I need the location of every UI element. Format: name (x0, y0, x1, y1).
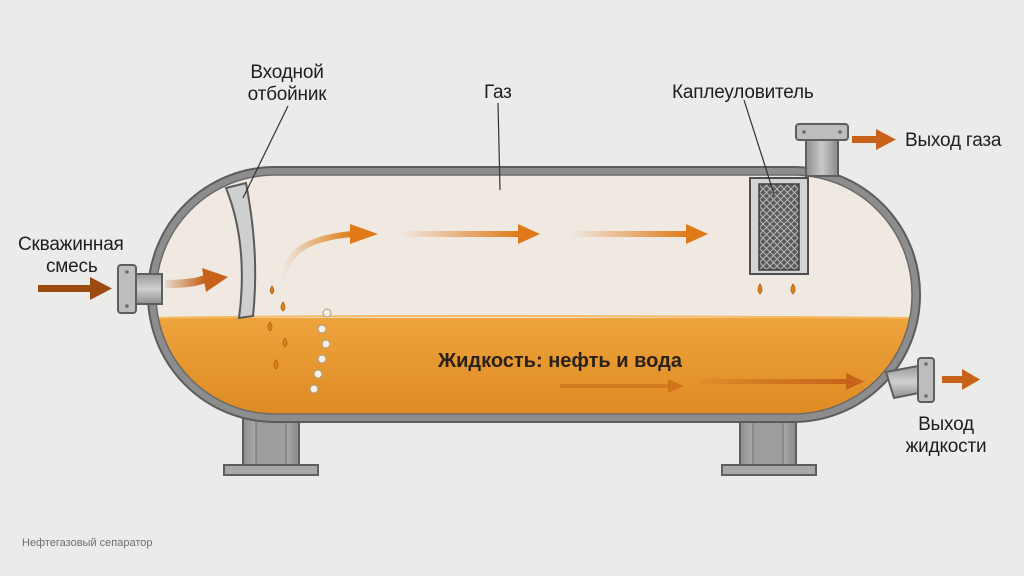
gas-flow-arrow-1 (400, 224, 540, 244)
gas-outlet-label: Выход газа (905, 130, 1002, 151)
liquid-outlet-label: Выход жидкости (906, 414, 987, 458)
liquid-outlet-nozzle (884, 357, 935, 403)
liquid-outlet-label-line2: жидкости (905, 436, 987, 457)
mist-eliminator-label: Каплеуловитель (672, 82, 814, 103)
inlet-deflector-label-line2: отбойник (247, 84, 327, 105)
liquid-label: Жидкость: нефть и вода (438, 350, 682, 372)
inlet-arrow (38, 277, 112, 300)
oil-droplets (267, 283, 796, 370)
gas-flow-arrow-2 (570, 224, 708, 244)
inlet-deflector-label-line1: Входной (250, 62, 324, 83)
inlet-nozzle (117, 264, 163, 314)
liquid-zone (156, 318, 912, 414)
inflow-arrow (164, 268, 228, 292)
well-mixture-label-line1: Скважинная (18, 234, 124, 255)
gas-outlet-nozzle (795, 123, 849, 177)
mist-eliminator (749, 177, 809, 275)
deflected-flow-arrow (279, 224, 378, 279)
liquid-flow-arrow-1 (560, 379, 684, 393)
inlet-deflector (224, 181, 257, 320)
well-mixture-label-line2: смесь (46, 256, 98, 277)
liquid-flow-arrow-2 (700, 373, 864, 390)
well-mixture-label: Скважинная смесь (18, 234, 124, 278)
inlet-deflector-label: Входной отбойник (248, 62, 327, 106)
caption: Нефтегазовый сепаратор (22, 537, 153, 549)
gas-outlet-arrow (852, 129, 896, 150)
gas-label: Газ (484, 82, 512, 103)
gas-bubbles (309, 308, 332, 394)
liquid-outlet-arrow (942, 369, 980, 390)
liquid-outlet-label-line1: Выход (918, 414, 974, 435)
